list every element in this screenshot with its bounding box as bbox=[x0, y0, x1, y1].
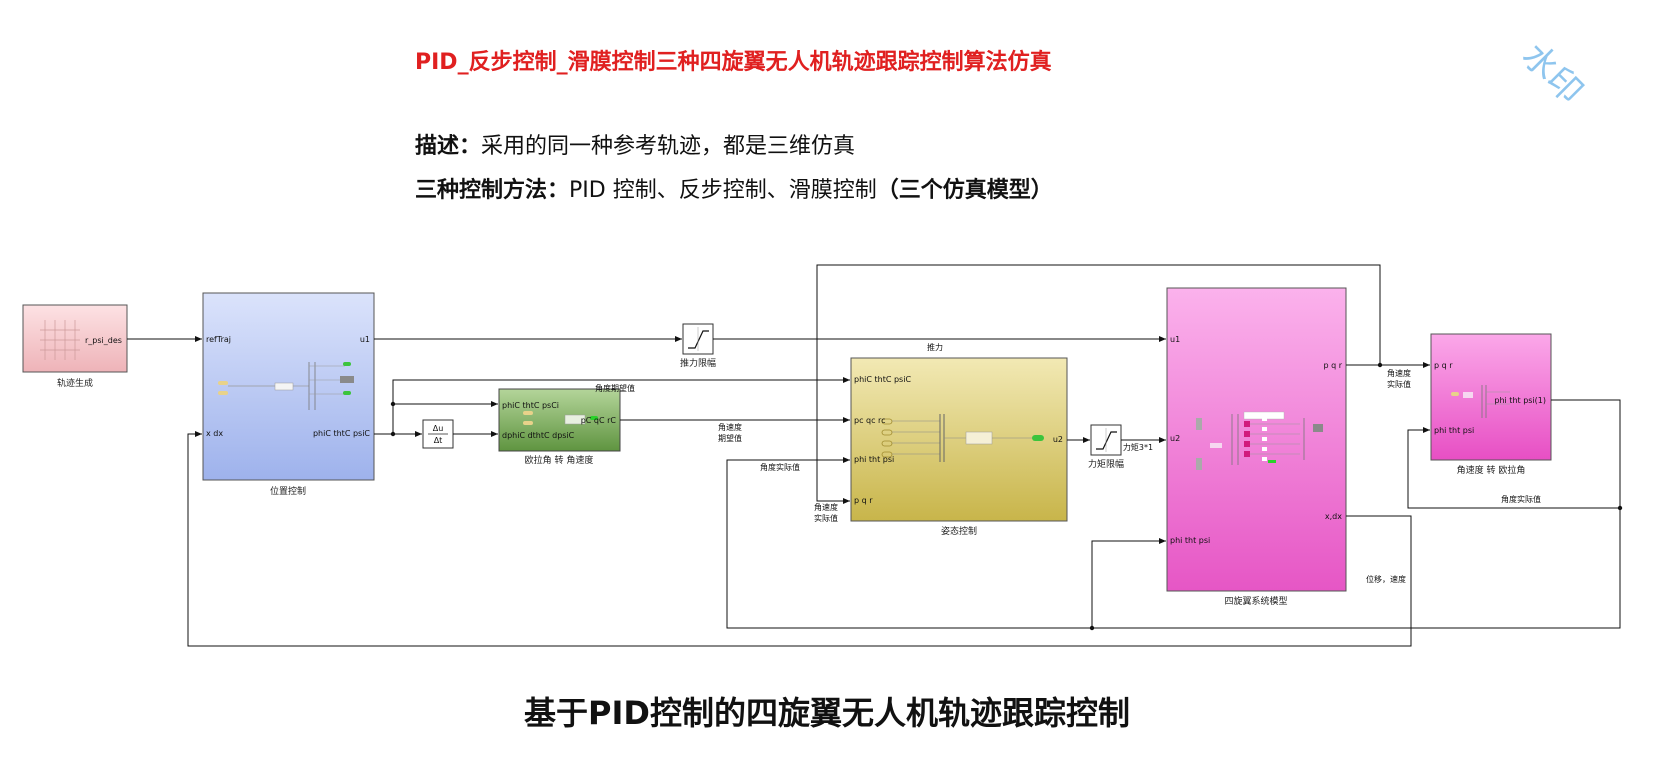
methods-line: 三种控制方法：PID 控制、反步控制、滑膜控制（三个仿真模型） bbox=[415, 172, 1053, 204]
wire-angles-to-att bbox=[392, 377, 850, 404]
torque-sat-caption: 力矩限幅 bbox=[1088, 458, 1124, 470]
methods-text: PID 控制、反步控制、滑膜控制 bbox=[569, 178, 877, 203]
deriv-symbol-top: Δu bbox=[433, 424, 444, 433]
pos-port-reftraj: refTraj bbox=[206, 335, 231, 344]
label-rate-actual-b2: 实际值 bbox=[1387, 379, 1411, 389]
label-angle-actual-2: 角度实际值 bbox=[1501, 494, 1541, 504]
attitude-control-block[interactable]: phiC thtC psiC pc qc rc phi tht psi p q … bbox=[850, 357, 1068, 537]
conv-port-pqr: p q r bbox=[1434, 361, 1453, 370]
pos-port-u1: u1 bbox=[360, 335, 370, 344]
att-port-in4: p q r bbox=[854, 496, 873, 505]
conv-caption: 角速度 转 欧拉角 bbox=[1457, 464, 1526, 476]
traj-caption: 轨迹生成 bbox=[57, 377, 93, 389]
torque-saturation-block[interactable]: 力矩限幅 bbox=[1088, 424, 1124, 470]
wire-xdx-to-pos bbox=[187, 431, 1412, 647]
pos-port-angles: phiC thtC psiC bbox=[313, 429, 370, 438]
description-line: 描述：采用的同一种参考轨迹，都是三维仿真 bbox=[415, 128, 855, 160]
att-port-in1: phiC thtC psiC bbox=[854, 375, 911, 384]
euler-port-out: pC qC rC bbox=[581, 416, 617, 425]
description-label: 描述： bbox=[415, 134, 482, 159]
euler-port-in2: dphiC dthtC dpsiC bbox=[502, 431, 575, 440]
thrust-sat-caption: 推力限幅 bbox=[680, 357, 716, 369]
label-rate-actual-a2: 实际值 bbox=[814, 513, 838, 523]
conv-port-angles: phi tht psi bbox=[1434, 426, 1474, 435]
model-port-angles: phi tht psi bbox=[1170, 536, 1210, 545]
att-caption: 姿态控制 bbox=[941, 525, 977, 537]
pos-caption: 位置控制 bbox=[270, 485, 306, 497]
label-angle-actual-1: 角度实际值 bbox=[760, 462, 800, 472]
att-port-in2: pc qc rc bbox=[854, 416, 886, 425]
model-port-u2: u2 bbox=[1170, 434, 1180, 443]
model-port-pqr: p q r bbox=[1323, 361, 1342, 370]
wire-angle-actual-to-att bbox=[726, 457, 1621, 629]
methods-bold-note: （三个仿真模型） bbox=[876, 178, 1053, 203]
derivative-block[interactable]: Δu Δt bbox=[422, 419, 454, 449]
label-att-desired: 角度期望值 bbox=[595, 383, 635, 393]
description-text: 采用的同一种参考轨迹，都是三维仿真 bbox=[481, 134, 856, 159]
model-port-u1: u1 bbox=[1170, 335, 1180, 344]
rate-to-euler-block[interactable]: p q r phi tht psi phi tht psi(1) 角速度 转 欧… bbox=[1430, 333, 1552, 476]
euler-to-rate-block[interactable]: phiC thtC psCi dphiC dthtC dpsiC pC qC r… bbox=[498, 388, 621, 466]
label-rate-actual-a1: 角速度 bbox=[814, 502, 838, 512]
att-port-in3: phi tht psi bbox=[854, 455, 894, 464]
position-control-internals bbox=[218, 362, 354, 410]
pos-port-xdx: x dx bbox=[206, 429, 223, 438]
conv-internals bbox=[1451, 385, 1510, 418]
euler-port-in1: phiC thtC psCi bbox=[502, 401, 559, 410]
label-torque: 力矩3*1 bbox=[1123, 442, 1153, 452]
position-control-block[interactable]: refTraj x dx u1 phiC thtC psiC 位置控制 bbox=[202, 292, 375, 497]
thrust-saturation-block[interactable]: 推力限幅 bbox=[680, 323, 716, 369]
model-caption: 四旋翼系统模型 bbox=[1224, 595, 1287, 607]
diagram-title: PID_反步控制_滑膜控制三种四旋翼无人机轨迹跟踪控制算法仿真 bbox=[415, 50, 1052, 75]
att-port-out: u2 bbox=[1053, 435, 1063, 444]
methods-label: 三种控制方法： bbox=[415, 178, 570, 203]
wire-pqr-to-att bbox=[816, 264, 1381, 504]
label-rate-desired-1: 角速度 bbox=[718, 422, 742, 432]
simulink-diagram: r_psi_des 轨迹生成 refTraj x dx u1 phiC thtC… bbox=[22, 264, 1623, 647]
model-internals bbox=[1196, 411, 1323, 470]
conv-port-out: phi tht psi(1) bbox=[1494, 396, 1546, 405]
euler-caption: 欧拉角 转 角速度 bbox=[525, 454, 594, 466]
label-rate-desired-2: 期望值 bbox=[718, 433, 742, 443]
wire-conv-loop bbox=[1407, 399, 1621, 509]
wire-angle-actual-to-model bbox=[1091, 538, 1166, 628]
label-rate-actual-b1: 角速度 bbox=[1387, 368, 1411, 378]
label-pos-vel: 位移，速度 bbox=[1366, 574, 1406, 584]
deriv-symbol-bottom: Δt bbox=[434, 436, 443, 445]
quadrotor-model-block[interactable]: u1 u2 phi tht psi p q r x,dx 四旋翼系统模型 bbox=[1166, 287, 1347, 607]
attitude-internals bbox=[881, 414, 1044, 462]
label-thrust: 推力 bbox=[927, 342, 943, 352]
trajectory-block[interactable]: r_psi_des 轨迹生成 bbox=[22, 304, 128, 389]
junction-dots bbox=[390, 362, 1623, 631]
traj-port-out: r_psi_des bbox=[85, 336, 122, 345]
model-port-xdx: x,dx bbox=[1325, 512, 1342, 521]
figure-caption: 基于PID控制的四旋翼无人机轨迹跟踪控制 bbox=[524, 694, 1130, 732]
